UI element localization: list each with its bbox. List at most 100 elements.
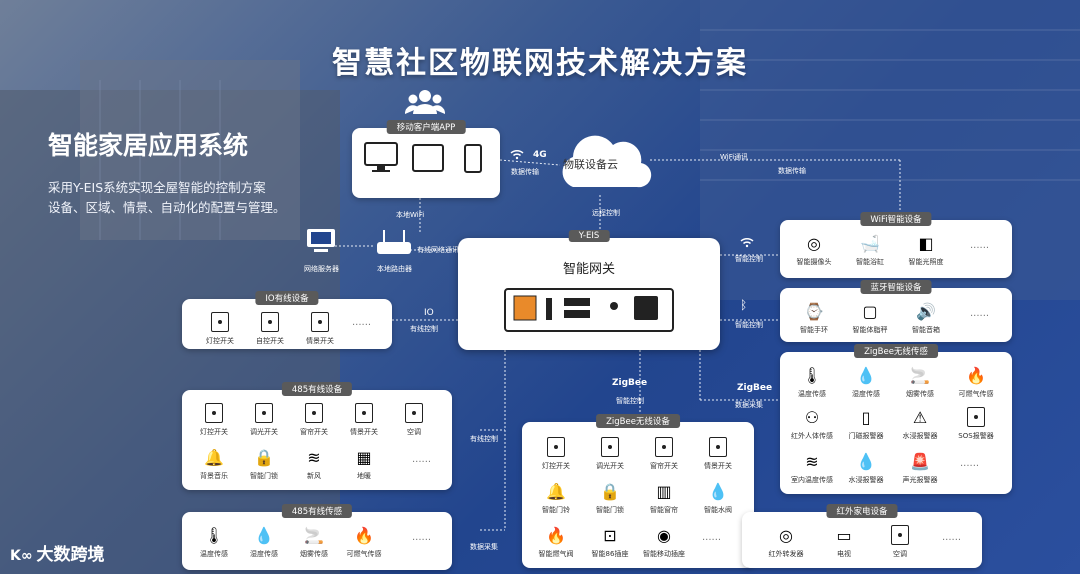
io-panel: IO有线设备 灯控开关 自控开关 情景开关 ...... [182, 291, 392, 349]
page-title: 智慧社区物联网技术解决方案 [332, 46, 748, 81]
zigbee-item: 窗帘开关 [634, 436, 694, 471]
wifi-icon [510, 149, 524, 160]
zb-sensor-item: ⚇红外人体传感 [782, 406, 842, 441]
router-label: 本地路由器 [377, 265, 412, 273]
desktop-icon [364, 142, 398, 172]
phone-icon [464, 144, 482, 173]
zigbee-item-label: 智能燃气阀 [538, 550, 574, 558]
wifi-item: 🛁智能浴缸 [840, 232, 900, 267]
io-item-label: 情景开关 [306, 337, 334, 345]
cloud-net-label: 4G [533, 150, 547, 160]
description: 采用Y-EIS系统实现全屋智能的控制方案 设备、区域、情景、自动化的配置与管理。 [48, 178, 328, 218]
app-panel: 移动客户端APP [352, 120, 500, 198]
rs485-item: 窗帘开关 [284, 402, 344, 437]
rs485-item: ▦ 地暖 [334, 446, 394, 481]
zigbee-more: ...... [702, 532, 722, 543]
bluetooth-icon: ᛒ [740, 298, 748, 312]
lock-icon: 🔒 [600, 481, 620, 501]
tv-icon: ▭ [836, 525, 852, 545]
zb-sensor-conn-caption: 数据采集 [735, 401, 763, 409]
curtain-icon: ▥ [656, 481, 672, 501]
humidity-icon: 💧 [254, 525, 274, 545]
bt-item-label: 智能体脂秤 [852, 326, 888, 334]
camera-icon: ◎ [807, 233, 821, 253]
zigbee-item-label: 智能86插座 [591, 550, 629, 558]
cloud-down-caption: 远程控制 [592, 209, 620, 217]
rs485-item: 调光开关 [234, 402, 294, 437]
io-item-label: 自控开关 [256, 337, 284, 345]
rs485-sensor-more: ...... [412, 532, 432, 543]
logo-mark-icon: K∞ [10, 548, 33, 564]
wifi-more: ...... [970, 240, 990, 251]
bluetooth-panel-tag: 蓝牙智能设备 [860, 280, 932, 294]
zb-sensor-label: 水浸报警器 [848, 476, 884, 484]
ir-item-label: 空调 [893, 550, 907, 558]
bathtub-icon: 🛁 [860, 233, 880, 253]
wifi-conn-caption: 智能控制 [735, 255, 763, 263]
pc-label: 网络服务器 [304, 265, 339, 273]
pc-icon [307, 229, 335, 252]
rs485-item-label: 灯控开关 [200, 428, 228, 436]
zigbee-conn: ZigBee [612, 378, 648, 388]
socket-icon: ⊡ [603, 525, 617, 545]
zigbee-item: 🔔智能门铃 [526, 480, 586, 515]
zb-sensor-more: ...... [960, 458, 980, 469]
rs485-item-label: 智能门锁 [250, 472, 278, 480]
zb-sensor-label: SOS报警器 [958, 432, 994, 440]
ir-panel: 红外家电设备 ◎红外转发器 ▭电视 空调 ...... [742, 504, 982, 568]
ir-item: 空调 [870, 524, 930, 559]
cloud-right-caption: 数据传输 [778, 167, 806, 175]
thermometer-icon: 🌡 [801, 365, 823, 385]
rs485-sensor-item: 🚬 烟雾传感 [284, 524, 344, 559]
rs485-sensor-label: 可燃气传感 [346, 550, 382, 558]
zb-sensor-label: 门磁报警器 [848, 432, 884, 440]
zb-sensor-label: 烟雾传感 [906, 390, 934, 398]
rs485-item-label: 调光开关 [250, 428, 278, 436]
zb-sensor-item: SOS报警器 [946, 406, 1006, 441]
rs485-item: 🔔背景音乐 [184, 446, 244, 481]
rs485-item-label: 地暖 [357, 472, 371, 480]
wifi-panel-tag: WiFi智能设备 [860, 212, 932, 226]
zigbee-item-label: 智能门锁 [596, 506, 624, 514]
zb-sensor-item: ▯门磁报警器 [836, 406, 896, 441]
section-title: 智能家居应用系统 [48, 131, 249, 160]
rs485-sensor-label: 烟雾传感 [300, 550, 328, 558]
rs485-item-label: 空调 [407, 428, 421, 436]
rs485-item: 🔒智能门锁 [234, 446, 294, 481]
zb-sensor-label: 湿度传感 [852, 390, 880, 398]
zigbee-item: 🔥智能燃气阀 [526, 524, 586, 559]
wind-icon: ≋ [805, 451, 819, 471]
rs485-sensor-panel: 485有线传感 🌡温度传感 💧湿度传感 🚬烟雾传感 🔥可燃气传感 ...... [182, 504, 452, 570]
wifi-icon [740, 237, 754, 248]
zigbee-item: 调光开关 [580, 436, 640, 471]
dimmer-icon [601, 437, 619, 457]
zb-sensor-item: 💧水浸报警器 [836, 450, 896, 485]
router-icon [377, 230, 411, 254]
rs485-sensor-item: 🌡温度传感 [184, 524, 244, 559]
scene-switch-icon [355, 403, 373, 423]
smart-gateway: Y-EIS 智能网关 [458, 230, 720, 350]
warning-icon: ⚠ [912, 407, 928, 427]
switch-icon [311, 312, 329, 332]
router-wifi-caption: 本地WiFi [396, 211, 425, 219]
wifi-item: ◧智能光照度 [896, 232, 956, 267]
zigbee-sensor-panel: ZigBee无线传感 🌡温度传感 💧湿度传感 🚬烟雾传感 🔥可燃气传感 ⚇红外人… [780, 344, 1012, 494]
rs485-conn-caption: 有线控制 [470, 435, 498, 443]
zigbee-conn-caption: 智能控制 [616, 397, 644, 405]
rs485-item-label: 窗帘开关 [300, 428, 328, 436]
io-panel-tag: IO有线设备 [255, 291, 319, 305]
curtain-switch-icon [305, 403, 323, 423]
cloud-wifi-caption: WiFi通讯 [720, 153, 749, 161]
mobile-socket-icon: ◉ [657, 525, 671, 545]
floor-heating-icon: ▦ [356, 447, 372, 467]
rs485-sensor-conn-caption: 数据采集 [470, 543, 498, 551]
rs485-more: ...... [412, 454, 432, 465]
fresh-air-icon: ≋ [307, 447, 321, 467]
bt-more: ...... [970, 308, 990, 319]
zigbee-item-label: 智能门铃 [542, 506, 570, 514]
ir-item-label: 红外转发器 [768, 550, 804, 558]
zigbee-item: 情景开关 [688, 436, 748, 471]
smoke-icon: 🚬 [304, 525, 324, 545]
humidity-icon: 💧 [856, 365, 876, 385]
zb-sensor-item: ⚠水浸报警器 [890, 406, 950, 441]
